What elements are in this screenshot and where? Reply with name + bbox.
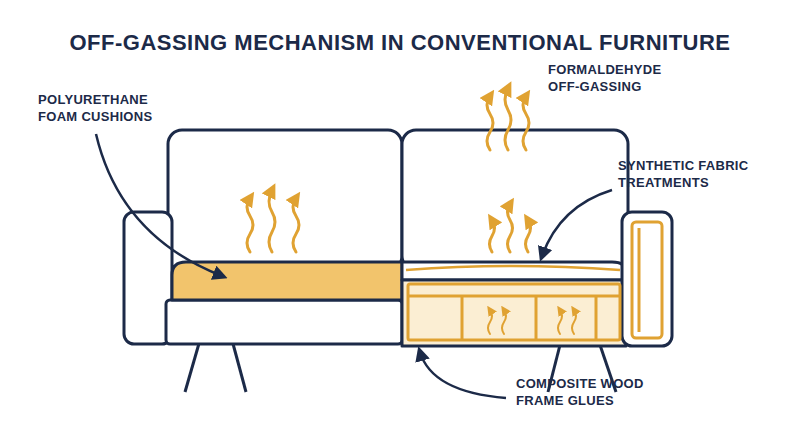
sofa-arm	[622, 212, 672, 346]
wood-frame	[406, 222, 662, 340]
off-gas-wave	[247, 88, 576, 334]
back-cushion	[402, 130, 628, 270]
part-label: COMPOSITE WOOD FRAME GLUES	[516, 376, 658, 410]
back-cushion	[168, 130, 402, 270]
part-label: SYNTHETIC FABRIC TREATMENTS	[618, 158, 768, 192]
foam-cushion	[172, 262, 402, 300]
frame-cutaway	[402, 280, 626, 346]
diagram-title: OFF-GASSING MECHANISM IN CONVENTIONAL FU…	[0, 30, 800, 56]
part-label: POLYURETHANE FOAM CUSHIONS	[38, 92, 166, 126]
sofa-leg	[232, 340, 246, 392]
sofa-base	[166, 300, 402, 344]
part-label: FORMALDEHYDE OFF-GASSING	[548, 62, 668, 96]
leader-arrow	[96, 134, 612, 398]
sofa-leg	[185, 340, 200, 392]
fabric-layer	[402, 262, 626, 280]
